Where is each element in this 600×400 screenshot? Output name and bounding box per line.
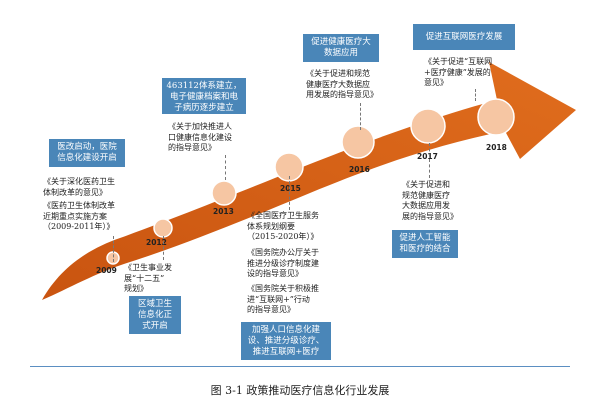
milestone-circle-2013: [211, 180, 237, 206]
document-2009-1: 《关于深化医药卫生 体制改革的意见》: [43, 177, 115, 197]
connector-2017: [429, 143, 430, 178]
document-2015-2: 《国务院办公厅关于 推进分级诊疗制度建 设的指导意见》: [247, 248, 319, 278]
document-2017-1: 《关于促进和 规范健康医疗 大数据应用发 展的指导意见》: [402, 180, 458, 221]
milestone-box-2017: 促进人工智能 和医疗的结合: [392, 230, 458, 258]
year-label-2012: 2012: [146, 238, 167, 247]
year-label-2009: 2009: [96, 266, 117, 275]
connector-2013: [225, 155, 226, 180]
document-2009-2: 《医药卫生体制改革 近期重点实施方案 （2009-2011年）》: [43, 201, 115, 231]
connector-2009: [113, 236, 114, 262]
year-label-2015: 2015: [280, 184, 301, 193]
milestone-box-2015: 加强人口信息化建 设、推进分级诊疗、 推进互联网+医疗: [241, 322, 331, 360]
milestone-circle-2017: [410, 108, 446, 144]
milestone-box-2012: 区域卫生 信息化正 式开启: [129, 296, 181, 334]
year-label-2016: 2016: [349, 165, 370, 174]
figure-caption: 图 3-1 政策推动医疗信息化行业发展: [210, 384, 390, 397]
year-label-2013: 2013: [213, 207, 234, 216]
connector-2018: [475, 89, 476, 101]
connector-2015: [289, 176, 290, 210]
milestone-circle-2018: [477, 98, 515, 136]
year-label-2017: 2017: [417, 152, 438, 161]
connector-2016: [360, 103, 361, 130]
milestone-box-2018: 促进互联网医疗发展: [413, 24, 515, 50]
milestone-circle-2012: [153, 218, 173, 238]
year-label-2018: 2018: [486, 143, 507, 152]
document-2012-1: 《卫生事业发 展“十二五” 规划》: [124, 263, 172, 293]
milestone-box-2013: 463112体系建立， 电子健康档案和电 子病历逐步建立: [162, 78, 246, 114]
milestone-box-2009: 医改启动，医院 信息化建设开启: [49, 139, 125, 167]
document-2015-1: 《全国医疗卫生服务 体系规划纲要 （2015-2020年）》: [247, 211, 319, 241]
milestone-circle-2016: [341, 125, 375, 159]
document-2018-1: 《关于促进“互联网 +医疗健康”发展的 意见》: [424, 57, 493, 87]
milestone-box-2016: 促进健康医疗大 数据应用: [303, 34, 379, 62]
caption-rule: [30, 366, 570, 367]
document-2016-1: 《关于促进和规范 健康医疗大数据应 用发展的指导意见》: [306, 69, 378, 99]
connector-2012: [163, 236, 164, 260]
document-2015-3: 《国务院关于积极推 进“互联网+”行动 的指导意见》: [247, 284, 319, 314]
document-2013-1: 《关于加快推进人 口健康信息化建设 的指导意见》: [168, 122, 232, 152]
